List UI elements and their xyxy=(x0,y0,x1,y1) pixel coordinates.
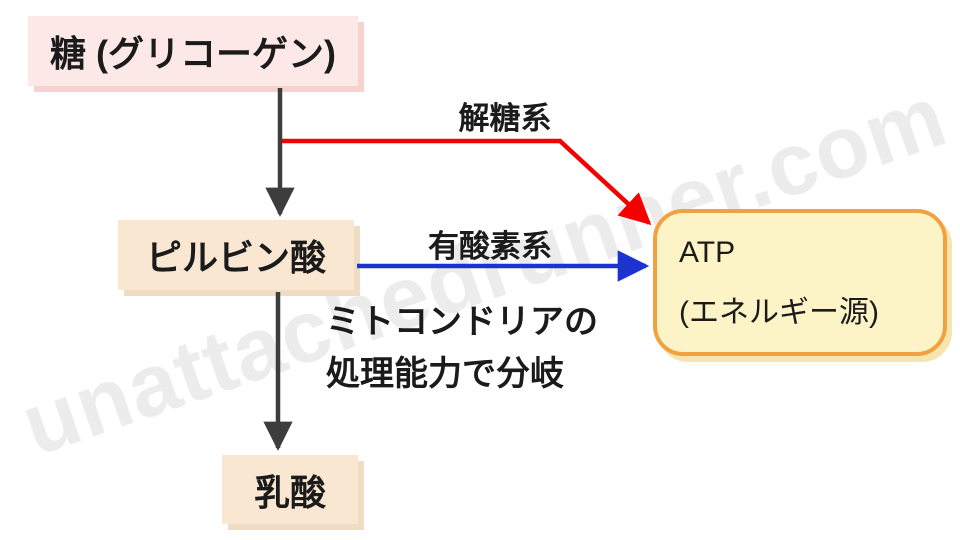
node-glycogen-label: 糖 (グリコーゲン) xyxy=(50,33,336,74)
edge-label-glycolysis: 解糖系 xyxy=(458,101,552,136)
node-atp-label-line1: ATP xyxy=(679,235,736,269)
node-lactate: 乳酸 xyxy=(222,455,358,524)
edge-label-aerobic: 有酸素系 xyxy=(428,229,552,264)
branch-note: ミトコンドリアの 処理能力で分岐 xyxy=(326,296,598,400)
branch-note-line1: ミトコンドリアの xyxy=(326,303,598,341)
node-glycogen: 糖 (グリコーゲン) xyxy=(28,16,358,86)
node-lactate-label: 乳酸 xyxy=(253,471,326,513)
node-atp: ATP (エネルギー源) xyxy=(653,209,947,356)
node-atp-label-line2: (エネルギー源) xyxy=(679,295,879,329)
node-pyruvate: ピルビン酸 xyxy=(118,220,354,290)
branch-note-line2: 処理能力で分岐 xyxy=(326,355,564,393)
edge-glycolysis-to-atp xyxy=(282,138,652,226)
node-pyruvate-label: ピルビン酸 xyxy=(145,237,326,278)
